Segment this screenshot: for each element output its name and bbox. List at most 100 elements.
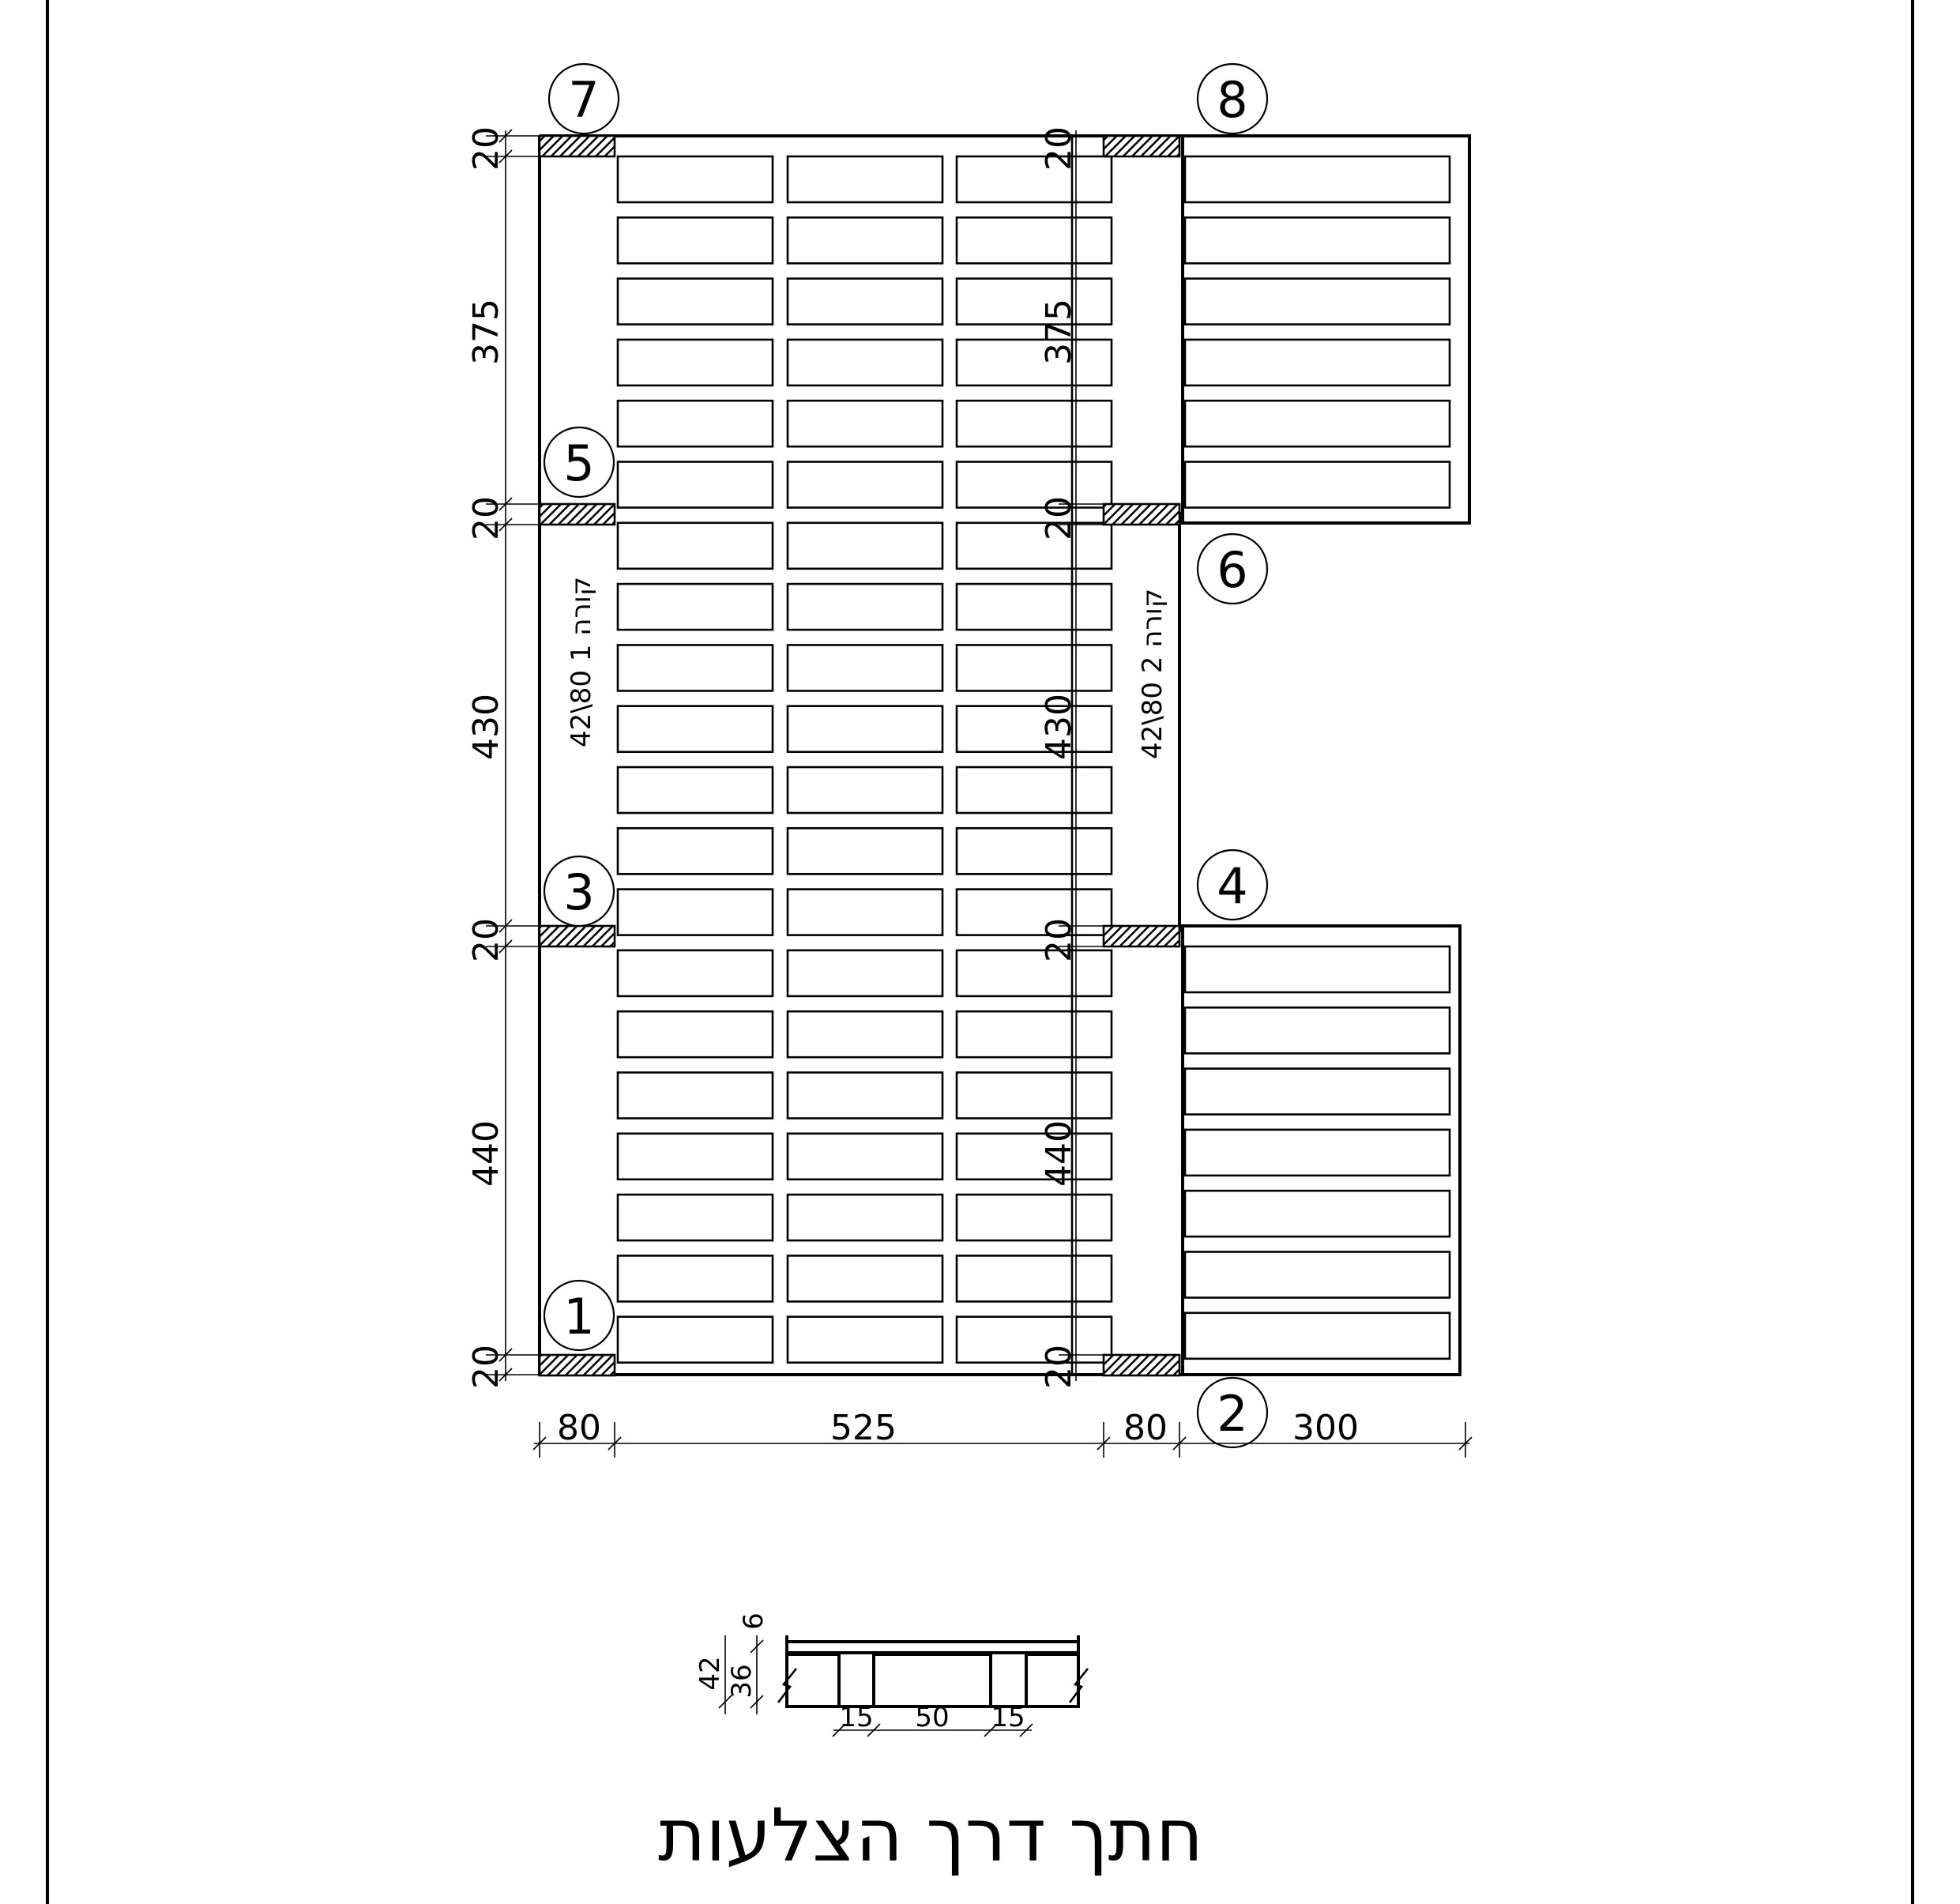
rib-block: [616, 338, 774, 387]
column-7: [538, 134, 616, 158]
rib-block: [955, 582, 1113, 631]
rib-block: [955, 521, 1113, 570]
rib-section: 42 36 6 15 50 15: [694, 1612, 1089, 1737]
rib-block: [955, 644, 1113, 692]
dimension-horizontal: 80 525 80 300: [532, 1408, 1473, 1458]
rib-block: [1183, 945, 1451, 994]
rib-block: [1183, 1067, 1451, 1116]
columns: [538, 134, 1181, 1377]
section-dim-web: 36: [726, 1664, 758, 1698]
column-4: [1102, 924, 1181, 948]
rib-block: [786, 827, 944, 875]
bubble-1: 1: [563, 1288, 594, 1345]
rib-block: [1183, 155, 1451, 204]
svg-text:20: 20: [466, 126, 506, 171]
rib-block: [1183, 1128, 1451, 1177]
rib-block: [1183, 277, 1451, 325]
rib-block: [786, 1010, 944, 1059]
section-dim-bottom-right: 15: [991, 1702, 1025, 1733]
rib-block: [786, 338, 944, 387]
svg-text:20: 20: [466, 1345, 506, 1389]
rib-block: [616, 1255, 774, 1303]
rib-block: [1183, 1189, 1451, 1238]
bubble-4: 4: [1217, 857, 1247, 915]
rib-block: [955, 461, 1113, 509]
rib-block: [955, 1193, 1113, 1242]
rib-block: [616, 1315, 774, 1364]
section-title: חתך דרך הצלעות: [658, 1793, 1203, 1878]
rib-block: [1183, 338, 1451, 387]
rib-block: [955, 1255, 1113, 1303]
rib-block: [955, 949, 1113, 998]
rib-block: [786, 461, 944, 509]
rib-blocks-main: [616, 155, 1113, 1364]
svg-text:440: 440: [466, 1120, 506, 1187]
rib-block: [955, 1071, 1113, 1119]
rib-block: [616, 1132, 774, 1181]
rib-block: [955, 888, 1113, 936]
dimension-vertical-right: 20 375 20 430 20 440 20: [1039, 126, 1104, 1389]
rib-block: [616, 705, 774, 754]
bubble-7: 7: [568, 71, 599, 129]
rib-block: [786, 888, 944, 936]
rib-block: [616, 155, 774, 204]
rib-block: [786, 582, 944, 631]
rib-block: [786, 521, 944, 570]
section-dim-top: 6: [738, 1612, 769, 1630]
beam-2-label: קורה 2 80\42: [1137, 589, 1168, 759]
section-dim-total: 42: [694, 1656, 726, 1690]
rib-block: [955, 766, 1113, 815]
rib-block: [616, 1071, 774, 1119]
rib-block: [616, 888, 774, 936]
bubble-8: 8: [1217, 71, 1247, 129]
rib-block: [786, 399, 944, 448]
svg-text:525: 525: [830, 1408, 897, 1448]
svg-text:430: 430: [466, 694, 506, 760]
rib-block: [1183, 461, 1451, 509]
rib-block: [616, 461, 774, 509]
rib-block: [1183, 1311, 1451, 1360]
rib-block: [786, 1071, 944, 1119]
rib-block: [616, 399, 774, 448]
rib-block: [786, 1132, 944, 1181]
rib-blocks-top-right: [1183, 155, 1451, 509]
rib-block: [786, 1193, 944, 1242]
rib-block: [616, 644, 774, 692]
rib-block: [616, 277, 774, 325]
rib-block: [955, 216, 1113, 265]
beam-lines: [538, 136, 1181, 1375]
bubble-2: 2: [1217, 1385, 1247, 1443]
bubble-6: 6: [1217, 541, 1247, 599]
rib-block: [1183, 216, 1451, 265]
svg-text:20: 20: [1039, 126, 1079, 171]
rib-block: [616, 1010, 774, 1059]
section-dim-bottom-mid: 50: [915, 1702, 949, 1733]
rib-block: [955, 155, 1113, 204]
rib-block: [786, 277, 944, 325]
column-1: [538, 1353, 616, 1377]
rib-block: [786, 949, 944, 998]
column-3: [538, 924, 616, 948]
column-5: [538, 502, 616, 526]
rib-block: [616, 216, 774, 265]
rib-block: [955, 1315, 1113, 1364]
rib-block: [1183, 1007, 1451, 1055]
rib-block: [616, 949, 774, 998]
svg-text:440: 440: [1039, 1120, 1079, 1187]
column-bubbles: 7 8 5 6 3 4 1 2: [543, 62, 1269, 1449]
svg-text:20: 20: [466, 496, 506, 540]
rib-block: [786, 1255, 944, 1303]
svg-text:80: 80: [1123, 1408, 1168, 1448]
rib-block: [616, 582, 774, 631]
rib-block: [786, 705, 944, 754]
rib-block: [616, 521, 774, 570]
rib-block: [786, 766, 944, 815]
rib-block: [786, 644, 944, 692]
svg-text:300: 300: [1292, 1408, 1359, 1448]
bubble-3: 3: [563, 864, 594, 921]
rib-block: [955, 1132, 1113, 1181]
svg-text:20: 20: [1039, 496, 1079, 540]
rib-block: [955, 277, 1113, 325]
dimension-vertical-left: 20 375 20 430 20 440 20: [466, 126, 540, 1389]
